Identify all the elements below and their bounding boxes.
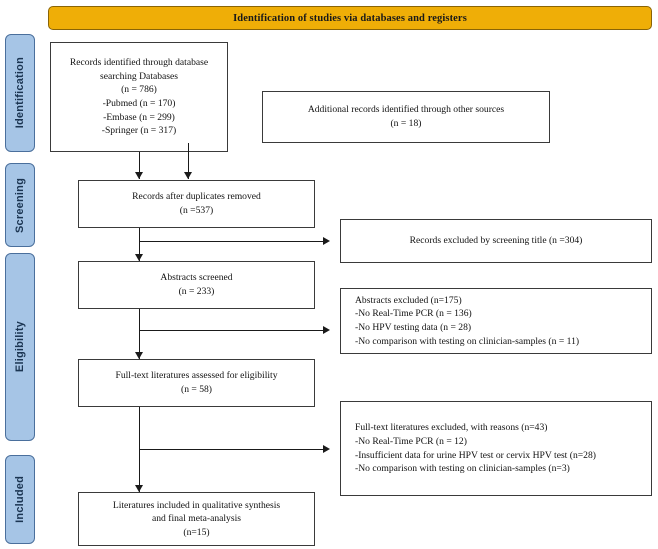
box-included-final: Literatures included in qualitative synt… [78,492,315,546]
connector-duplicates-down [139,228,140,261]
stage-bar-identification: Identification [5,34,35,152]
box-records-identified-text: Records identified through database sear… [69,57,209,137]
connector-duplicates-to-excluded-title [139,241,325,242]
box-records-excluded-title-text: Records excluded by screening title (n =… [409,235,583,247]
box-abstracts-excluded-text: Abstracts excluded (n=175) -No Real-Time… [355,294,580,347]
stage-bar-eligibility: Eligibility [5,253,35,441]
box-additional-records: Additional records identified through ot… [262,91,550,143]
box-abstracts-screened: Abstracts screened (n = 233) [78,261,315,309]
arrowhead-fulltext-down [135,485,143,492]
connector-abstracts-down [139,309,140,359]
box-records-excluded-title: Records excluded by screening title (n =… [340,219,652,263]
arrowhead-abstracts-down [135,352,143,359]
box-records-identified: Records identified through database sear… [50,42,228,152]
stage-label-screening: Screening [14,177,26,233]
box-abstracts-excluded: Abstracts excluded (n=175) -No Real-Time… [340,288,652,354]
stage-bar-screening: Screening [5,163,35,247]
stage-bar-included: Included [5,455,35,544]
arrowhead-abstracts-excluded [323,326,330,334]
box-fulltext-excluded: Full-text literatures excluded, with rea… [340,401,652,496]
arrowhead-duplicates-down [135,254,143,261]
arrowhead-records-identified-down [135,172,143,179]
box-fulltext-excluded-text: Full-text literatures excluded, with rea… [355,422,596,475]
stage-label-included: Included [14,476,26,523]
diagram-header-banner: Identification of studies via databases … [48,6,652,30]
stage-label-eligibility: Eligibility [14,321,26,373]
arrowhead-fulltext-excluded [323,445,330,453]
connector-abstracts-to-excluded [139,330,325,331]
box-duplicates-removed: Records after duplicates removed (n =537… [78,180,315,228]
connector-additional-records-down [188,143,189,179]
box-additional-records-text: Additional records identified through ot… [307,104,505,129]
box-duplicates-removed-text: Records after duplicates removed (n =537… [132,191,261,216]
box-fulltext-assessed-text: Full-text literatures assessed for eligi… [115,370,278,395]
box-included-final-text: Literatures included in qualitative synt… [112,499,281,538]
arrowhead-excluded-title [323,237,330,245]
box-fulltext-assessed: Full-text literatures assessed for eligi… [78,359,315,407]
connector-fulltext-to-excluded [139,449,325,450]
diagram-title: Identification of studies via databases … [233,12,467,24]
arrowhead-additional-records-down [184,172,192,179]
box-abstracts-screened-text: Abstracts screened (n = 233) [160,272,233,297]
stage-label-identification: Identification [14,57,26,129]
connector-records-identified-down [139,152,140,179]
